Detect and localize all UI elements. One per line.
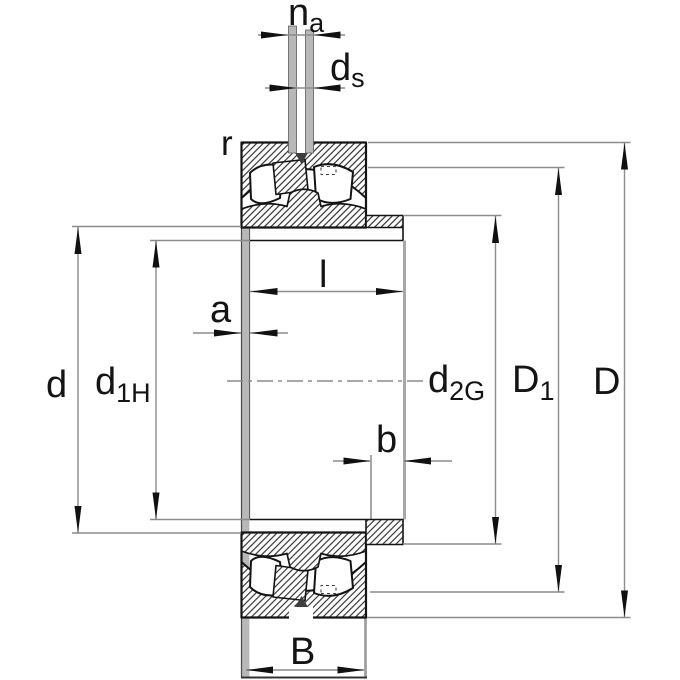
bottom-bearing-section xyxy=(240,518,404,620)
label-D1: D1 xyxy=(512,359,554,406)
label-na: na xyxy=(288,0,325,38)
roller-right-top xyxy=(313,163,354,204)
label-l: l xyxy=(319,254,327,296)
label-D: D xyxy=(593,361,620,403)
label-ds: ds xyxy=(330,47,365,93)
label-d: d xyxy=(46,364,67,406)
label-d1H: d1H xyxy=(95,361,151,408)
inner-ring-bottom xyxy=(240,531,367,572)
label-d2G: d2G xyxy=(428,359,485,406)
dimension-labels: na ds r l a d d1H d2G D1 D b B xyxy=(46,0,620,673)
lock-nut-top xyxy=(365,214,404,229)
top-bearing-section xyxy=(240,140,404,242)
label-b: b xyxy=(376,419,397,461)
inner-ring-top xyxy=(240,188,367,229)
lube-hole-top xyxy=(295,153,308,164)
lubrication-pin xyxy=(288,25,314,154)
label-B: B xyxy=(290,631,315,673)
label-a: a xyxy=(210,289,232,331)
lube-hole-bottom xyxy=(295,596,308,607)
roller-right-bottom xyxy=(313,556,354,597)
lock-nut-bottom xyxy=(365,518,404,546)
label-r: r xyxy=(221,124,233,163)
